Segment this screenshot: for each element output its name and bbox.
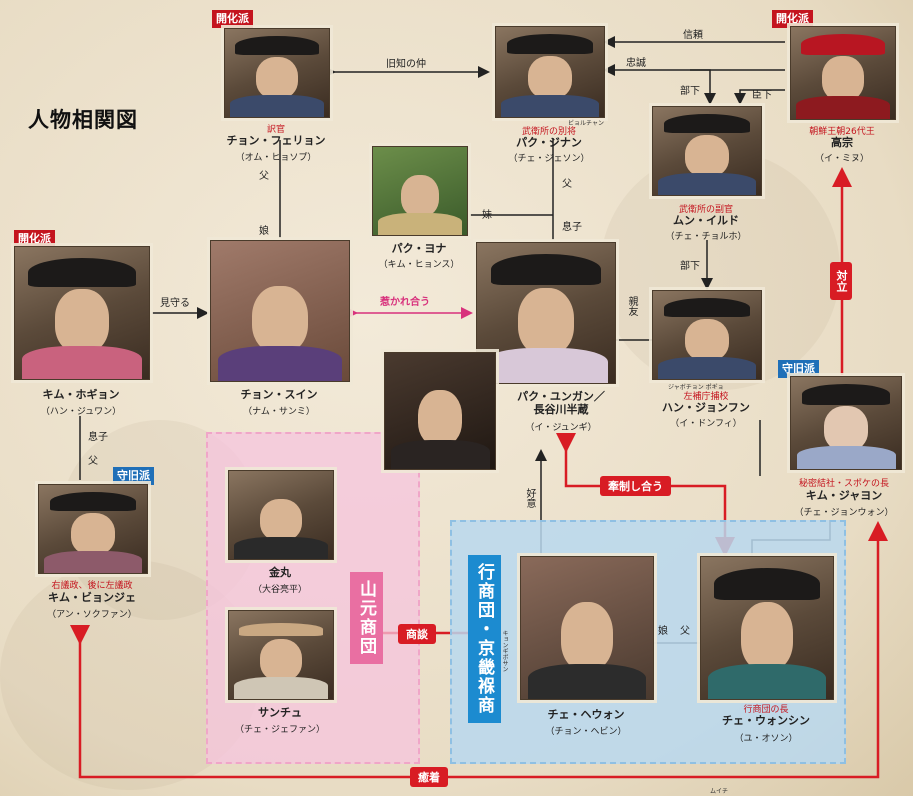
gyosho-ruby: キョンギボサン	[501, 630, 508, 672]
portrait-park-yona	[372, 146, 468, 236]
portrait-sanchu	[228, 610, 334, 700]
role-label: 右議政、後に左議政	[51, 581, 133, 591]
person-name: チェ・ウォンシン	[722, 714, 810, 727]
yamamoto-group-label: 山元商団	[350, 572, 383, 664]
person-name: 高宗	[831, 136, 853, 149]
portrait-jeon-phil	[224, 28, 330, 118]
actor-name: （ナム・サンミ）	[243, 407, 315, 417]
person-name: サンチュ	[258, 706, 302, 719]
relation-label: 妹	[482, 210, 492, 221]
portrait-che-wonshin	[700, 556, 834, 700]
relation-label: 旧知の仲	[386, 59, 426, 70]
relation-collusion: 癒着	[410, 767, 448, 787]
faction-badge-kaika: 開化派	[212, 10, 253, 28]
role-label: 秘密結社・スポケの長	[798, 479, 889, 489]
relation-label: 部下	[680, 86, 700, 97]
portrait-kim-hogyon	[14, 246, 150, 380]
portrait-jeon-suin	[210, 240, 350, 382]
actor-name: （アン・ソクファン）	[47, 610, 137, 620]
portrait-hasegawa	[384, 352, 496, 470]
actor-name: （チェ・ジョンウォン）	[794, 508, 894, 518]
actor-name: （チェ・ジェファン）	[234, 725, 325, 735]
actor-name: （大谷亮平）	[252, 585, 307, 595]
person-name: パク・ユンガン／ 長谷川半蔵	[517, 390, 605, 416]
role-label: 訳官	[266, 125, 285, 135]
portrait-kinmaru	[228, 470, 334, 560]
person-name: キム・ホギョン	[42, 388, 120, 401]
person-name: 金丸	[269, 566, 291, 579]
actor-name: （チェ・ジェソン）	[508, 154, 590, 164]
relation-oppose: 対立	[830, 262, 852, 300]
relation-label: 父	[562, 179, 572, 190]
faction-badge-kaika: 開化派	[772, 10, 813, 28]
person-name: ムン・イルド	[673, 214, 739, 227]
relation-label: 臣下	[752, 90, 772, 101]
relation-label: 信頼	[683, 30, 703, 41]
person-name: チョン・フェリョン	[226, 134, 326, 147]
portrait-gojong	[790, 26, 896, 120]
relation-label: 部下	[680, 261, 700, 272]
faction-badge-shukyu: 守旧派	[778, 360, 819, 378]
role-ruby: ビョルチャン	[568, 120, 604, 127]
role-label: 武衛所の副官	[678, 205, 733, 215]
actor-name: （チョン・ヘビン）	[545, 727, 627, 737]
actor-name: （イ・ドンフィ）	[670, 419, 742, 429]
relation-label: 好意	[524, 488, 535, 508]
role-label: 行商団の長	[743, 705, 789, 715]
relation-negotiate: 商談	[398, 624, 436, 644]
footer-ruby: ムイチ	[710, 788, 729, 795]
relation-restrain: 牽制し合う	[600, 476, 671, 496]
relation-label: 父	[680, 626, 690, 637]
person-name: ハン・ジョンフン	[662, 401, 750, 414]
role-label: 武衛所の別将	[521, 127, 576, 137]
relation-label: 親友	[626, 296, 637, 316]
gyosho-group-label: 行商団・京畿褓商	[468, 555, 501, 723]
actor-name: （オム・ヒョソプ）	[235, 153, 317, 163]
relation-label: 見守る	[160, 298, 190, 309]
portrait-park-jinan	[495, 26, 605, 118]
relation-label: 息子	[88, 432, 108, 443]
actor-name: （ハン・ジュワン）	[40, 407, 122, 417]
actor-name: （イ・ジュンギ）	[525, 423, 597, 433]
role-label: 左補庁捕校	[683, 392, 729, 402]
portrait-che-hewon	[520, 556, 654, 700]
person-name: キム・ジャヨン	[805, 489, 883, 502]
actor-name: （キム・ヒョンス）	[378, 260, 460, 270]
portrait-park-yungan	[476, 242, 616, 384]
actor-name: （ユ・オソン）	[734, 734, 798, 744]
relation-label: 忠誠	[626, 58, 646, 69]
faction-badge-shukyu: 守旧派	[113, 467, 154, 485]
portrait-kim-byonje	[38, 484, 148, 574]
person-name: チェ・ヘウォン	[547, 708, 625, 721]
portrait-mun-ildo	[652, 106, 762, 196]
relation-label: 息子	[562, 222, 582, 233]
relation-label: 父	[88, 456, 98, 467]
relation-label: 惹かれ合う	[380, 297, 430, 308]
actor-name: （チェ・チョルホ）	[665, 232, 747, 242]
relation-label: 父	[259, 171, 269, 182]
person-name: パク・ヨナ	[391, 242, 447, 255]
faction-badge-kaika: 開化派	[14, 230, 55, 248]
person-name: パク・ジナン	[516, 136, 582, 149]
portrait-kim-jayon	[790, 376, 902, 470]
actor-name: （イ・ミヌ）	[814, 154, 869, 164]
role-label: 朝鮮王朝26代王	[809, 127, 875, 137]
person-name: キム・ビョンジェ	[48, 591, 136, 604]
relation-label: 娘	[259, 226, 269, 237]
person-name: チョン・スイン	[240, 388, 318, 401]
role-ruby: ジャボチョン ポギョ	[668, 384, 724, 391]
portrait-han-jonghun	[652, 290, 762, 380]
relation-label: 娘	[658, 626, 668, 637]
page-title: 人物相関図	[28, 107, 138, 132]
